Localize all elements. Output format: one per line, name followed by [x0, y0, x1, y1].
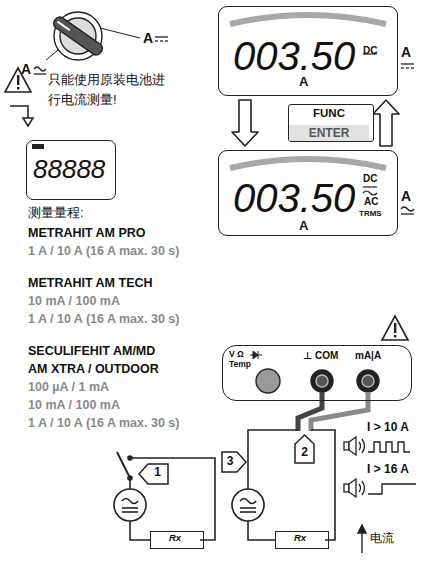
bargraph [230, 159, 386, 168]
mode-indicator: DC [363, 45, 377, 57]
mode-indicator: AC [364, 196, 378, 208]
range-value: 1 A / 10 A (16 A max. 30 s) [28, 416, 179, 430]
unit-label: A [299, 75, 308, 90]
resistor-symbol: Rx [150, 531, 204, 549]
range-value: 10 mA / 100 mA [28, 398, 120, 412]
range-label: A [401, 188, 411, 204]
alarm-threshold: I > 16 A [367, 463, 409, 477]
switch-blade [117, 452, 130, 478]
input-panel: V ΩTemp ⊥ COM mA|A [222, 345, 412, 401]
jack-label: Temp [229, 360, 251, 370]
alarm-threshold: I > 10 A [367, 421, 409, 435]
callout-shape [139, 435, 314, 484]
callout-number: 1 [149, 466, 166, 480]
circuit-wire [248, 430, 335, 540]
model-name: AM XTRA / OUTDOOR [28, 362, 159, 376]
lcd-display: 003.50 DC A [218, 6, 398, 96]
mode-indicator: TRMS [359, 209, 382, 218]
speaker-icon [344, 437, 365, 497]
display-segments: 88888 [33, 155, 105, 185]
current-arrow [358, 525, 366, 553]
jack-label: mA|A [355, 350, 381, 362]
lcd-display: 88888 [26, 140, 116, 200]
section-heading: 测量量程: [28, 206, 84, 221]
flow-label: 电流 [370, 532, 394, 546]
block-arrow [232, 100, 258, 146]
range-value: 10 mA / 100 mA [28, 294, 120, 308]
range-label: A [21, 61, 31, 77]
mode-indicator: DC [363, 173, 377, 185]
source-symbol [114, 489, 264, 521]
input-jacks [256, 369, 379, 393]
display-tag [32, 144, 44, 149]
button-press-icon [10, 106, 33, 126]
display-reading: 003.50 [233, 33, 355, 79]
rotary-dial [46, 12, 140, 60]
range-value: 1 A / 10 A (16 A max. 30 s) [28, 312, 179, 326]
resistor-label: Rx [151, 533, 199, 544]
acdc-symbol [401, 207, 414, 214]
warning-note: 只能使用原装电池进行电流测量! [48, 70, 176, 110]
button-label: ENTER [289, 125, 369, 141]
diode-symbol [250, 351, 262, 359]
range-label: A [401, 44, 411, 60]
unit-label: A [299, 219, 308, 234]
jack-label: ⊥ COM [303, 350, 338, 362]
range-value: 1 A / 10 A (16 A max. 30 s) [28, 244, 179, 258]
func-button: FUNC ENTER [288, 104, 374, 142]
lcd-display: 003.50 DC ACTRMS A [218, 150, 398, 236]
acdc-symbol [363, 187, 377, 195]
model-name: METRAHIT AM PRO [28, 226, 146, 240]
bargraph [230, 15, 386, 24]
warning-icon [382, 316, 408, 340]
jack-label: V Ω [229, 350, 244, 360]
resistor-label: Rx [276, 533, 324, 544]
button-label: FUNC [289, 107, 369, 120]
callout-number: 2 [296, 446, 313, 460]
block-arrow [373, 100, 399, 146]
display-reading: 003.50 [233, 175, 355, 221]
callout-number: 3 [223, 455, 237, 469]
range-value: 100 µA / 1 mA [28, 380, 109, 394]
resistor-symbol: Rx [275, 531, 329, 549]
pulse-signal [368, 442, 410, 452]
continuous-signal [368, 484, 416, 494]
range-label: A [143, 30, 153, 46]
dc-symbol [401, 64, 414, 68]
test-lead [311, 392, 368, 431]
dc-symbol [155, 37, 168, 41]
acdc-symbol [34, 67, 46, 74]
model-name: METRAHIT AM TECH [28, 276, 153, 290]
model-name: SECULIFEHIT AM/MD [28, 344, 155, 358]
